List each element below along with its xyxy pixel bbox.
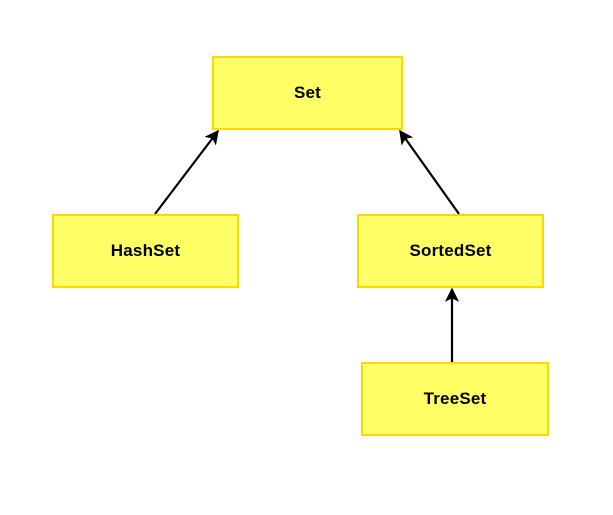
node-treeset-label: TreeSet [423, 389, 487, 408]
node-treeset[interactable]: TreeSet [361, 362, 549, 436]
node-hashset[interactable]: HashSet [52, 214, 239, 288]
node-hashset-label: HashSet [110, 241, 181, 260]
edge-sortedset-to-set [399, 129, 460, 215]
node-sortedset-label: SortedSet [409, 241, 492, 260]
node-set[interactable]: Set [212, 56, 403, 130]
node-sortedset[interactable]: SortedSet [357, 214, 544, 288]
edge-hashset-to-set [154, 129, 219, 215]
node-set-label: Set [293, 83, 322, 102]
